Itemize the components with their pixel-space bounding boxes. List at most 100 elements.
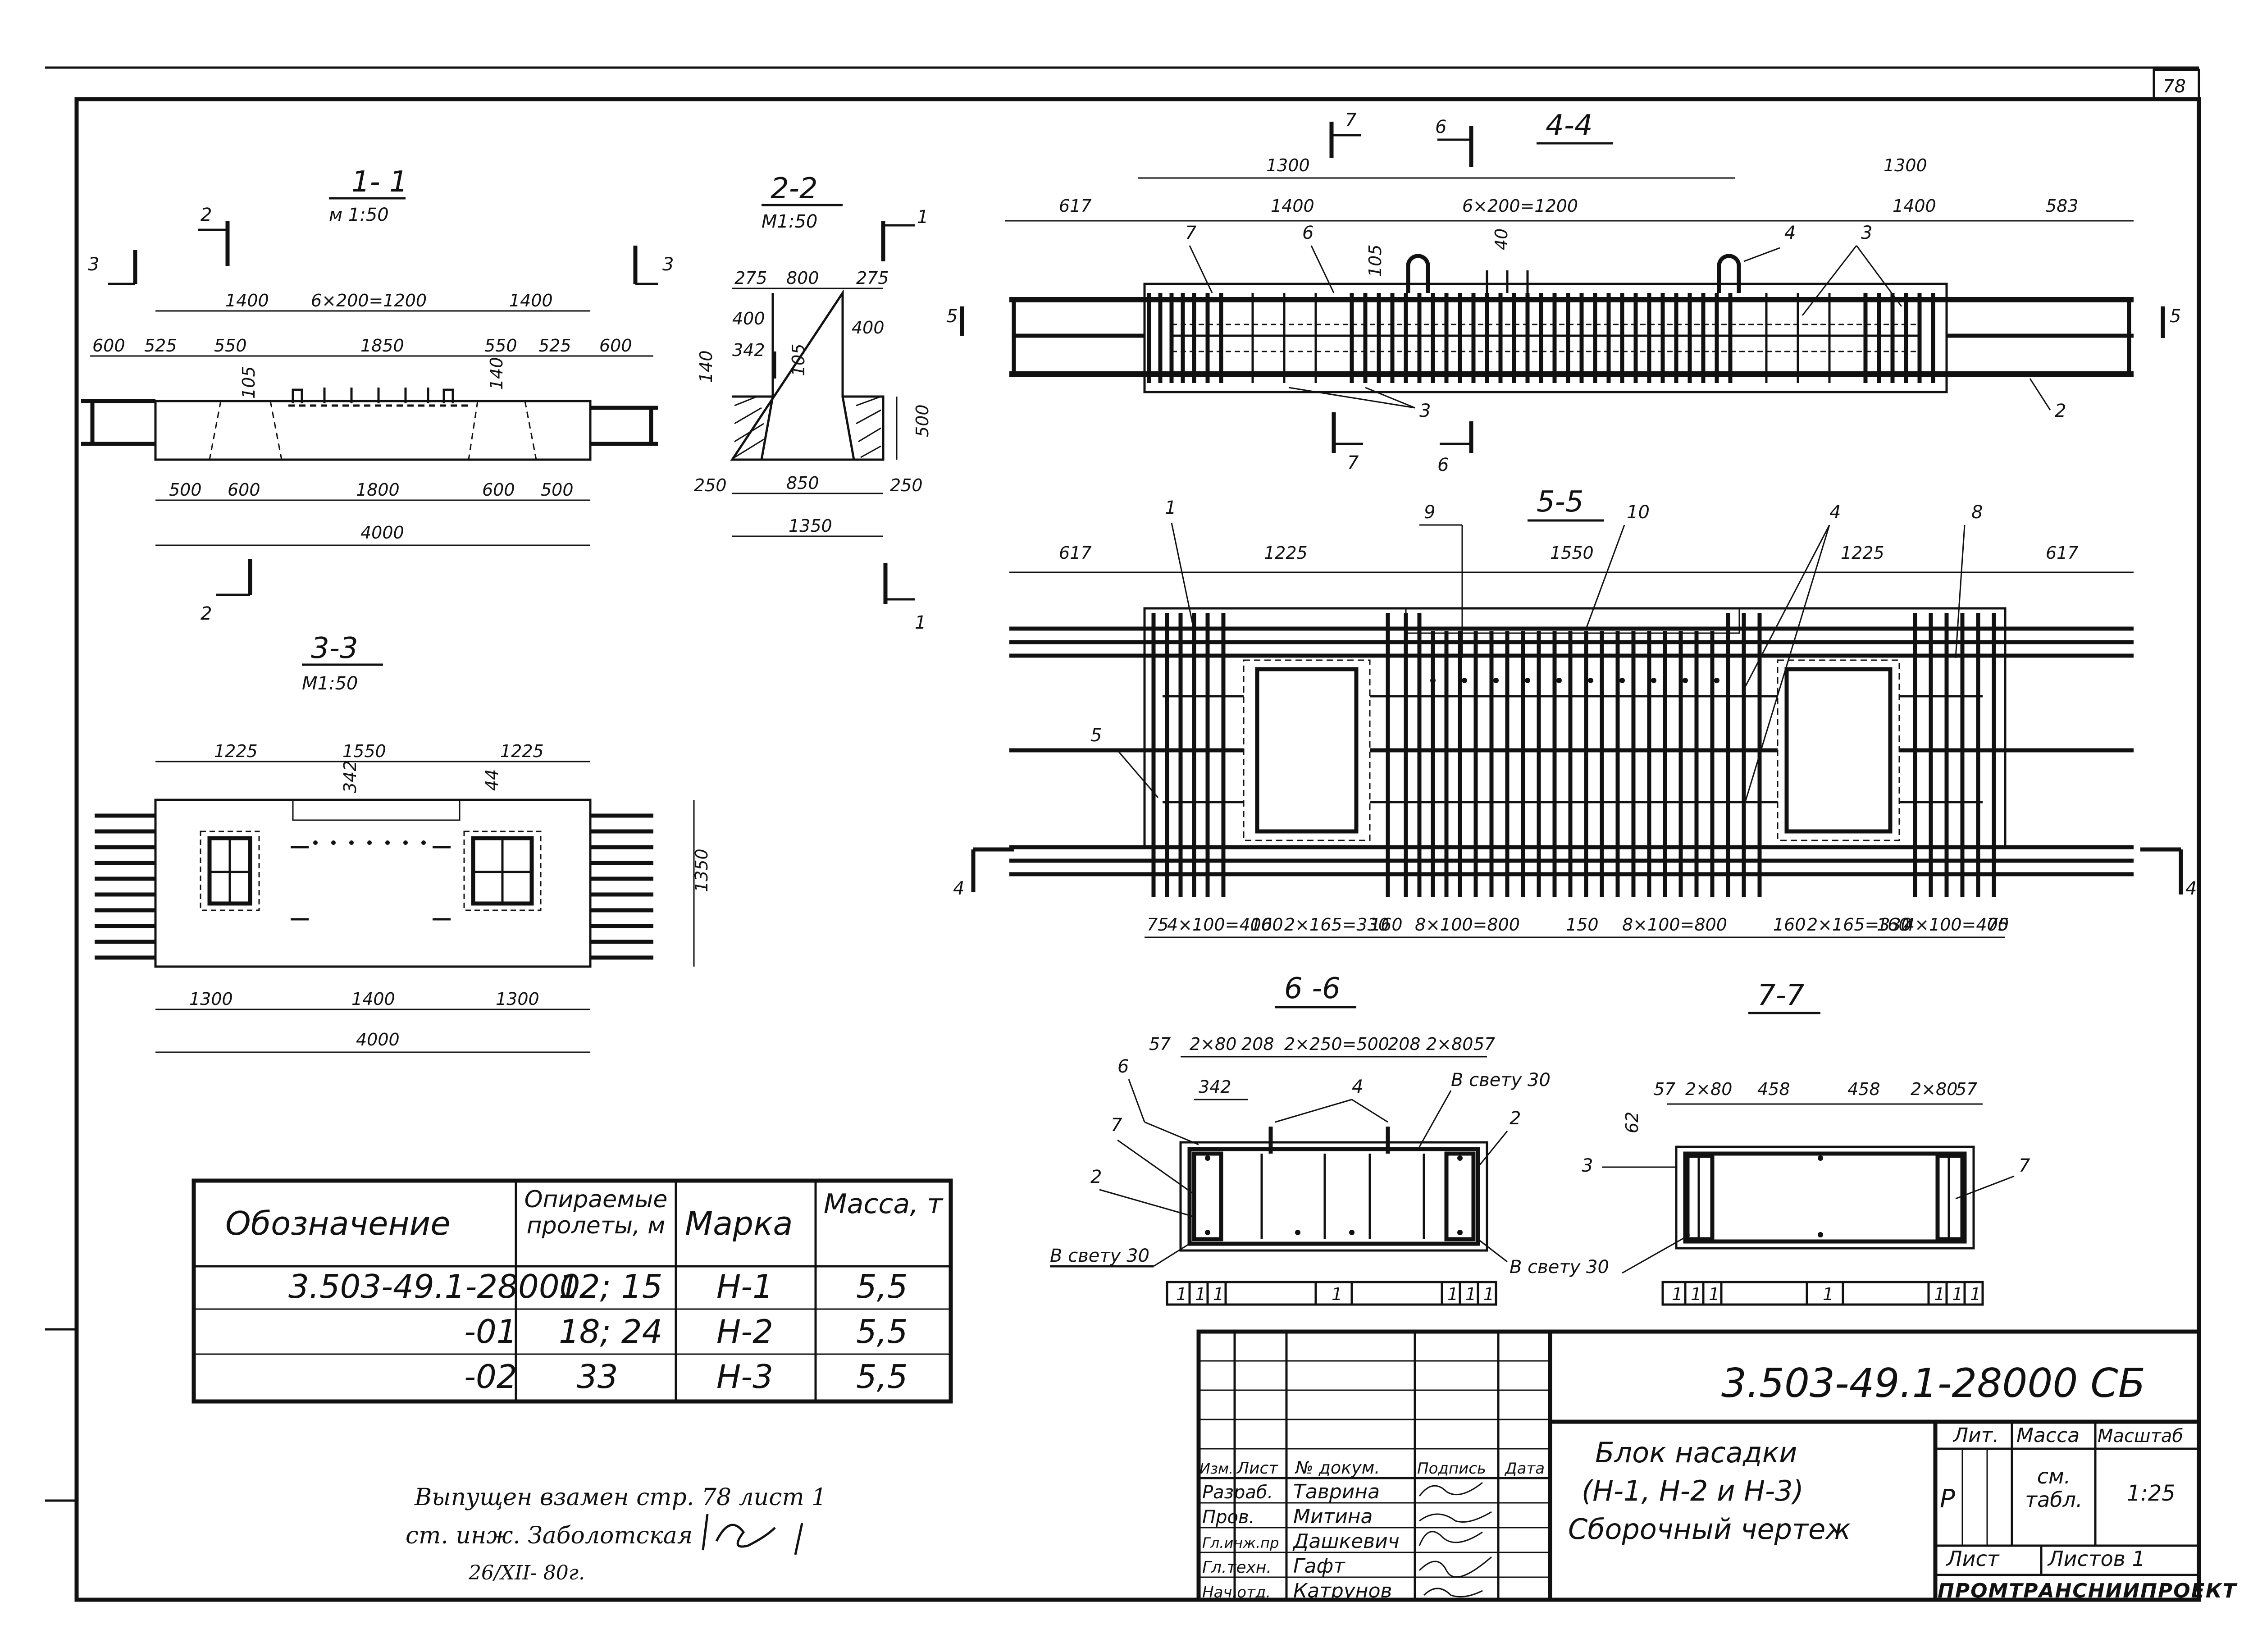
label-66-2a: 2: [1510, 1108, 1521, 1129]
section-1-1-title: 1- 1: [351, 165, 408, 199]
dim-22-t0: 275: [734, 268, 767, 288]
section-3-3-title: 3-3: [311, 632, 358, 665]
dim-11-b1: 600: [228, 480, 260, 500]
label-66-clear-top: В свету 30: [1451, 1070, 1551, 1091]
strip-77-6: 1: [1970, 1284, 1981, 1304]
strip-66-1: 1: [1195, 1284, 1206, 1304]
dim-55-b11: 4×100=400: [1904, 915, 2009, 935]
strip-77-3: 1: [1823, 1284, 1833, 1304]
label-44-3a: 3: [1861, 223, 1872, 243]
tb-sheets-label: Листов 1: [2047, 1547, 2145, 1571]
title-block: Изм. Лист № докум. Подпись Дата Разраб. …: [1196, 1329, 2238, 1602]
mark-11-105: 105: [239, 366, 259, 399]
dim-55-b12: 75: [1987, 915, 2009, 935]
cut-5-left: 5: [946, 306, 958, 327]
tb-org: ПРОМТРАНСНИИПРОЕКТ: [1938, 1579, 2238, 1602]
strip-77-5: 1: [1952, 1284, 1963, 1304]
dim-44-d2: 6×200=1200: [1462, 196, 1578, 216]
section-5-5-title: 5-5: [1537, 485, 1584, 519]
dim-55-t3: 1225: [1841, 543, 1884, 563]
section-3-3-scale: М1:50: [302, 673, 358, 694]
mark-33-44: 44: [482, 769, 502, 791]
tb-role-3: Гл.техн.: [1202, 1558, 1272, 1577]
dim-11-m4: 550: [484, 336, 517, 356]
section-2-2: 2-2 М1:50 1 1 275 800 275 400 342 105 40…: [694, 172, 932, 633]
cut-1-top: 1: [917, 207, 928, 228]
stirrups-55: [1151, 613, 1996, 897]
dim-44-d0: 617: [1059, 196, 1092, 216]
dim-77-t1: 2×80: [1685, 1079, 1732, 1099]
spec-header-mass: Масса, т: [823, 1190, 943, 1220]
tb-col-list: Лист: [1236, 1459, 1278, 1478]
tb-col-doc: № докум.: [1295, 1458, 1380, 1478]
dim-55-t2: 1550: [1550, 543, 1594, 563]
cut-6-bottom: 6: [1437, 455, 1449, 475]
spec-r1-c1: 18; 24: [559, 1313, 662, 1351]
end-bars-11: [81, 399, 658, 446]
strip-77-2: 1: [1709, 1284, 1719, 1304]
dim-66-t5: 2×80: [1426, 1034, 1473, 1054]
dim-55-b4: 160: [1370, 915, 1403, 935]
dim-11-a: 1400: [225, 291, 269, 310]
dim-22-b2: 250: [890, 475, 923, 495]
label-44-2: 2: [2055, 401, 2066, 421]
dim-55-t1: 1225: [1264, 543, 1308, 563]
tb-role-2: Гл.инж.пр: [1202, 1534, 1279, 1552]
label-66-6: 6: [1117, 1056, 1129, 1077]
tb-col-izm: Изм.: [1199, 1460, 1233, 1477]
tb-mass-label: Масса: [2016, 1424, 2080, 1447]
tb-name-line-1: Блок насадки: [1595, 1436, 1797, 1469]
label-77-3: 3: [1582, 1155, 1593, 1176]
mark-44-105: 105: [1365, 244, 1385, 277]
note-signature: [702, 1514, 803, 1555]
spec-r2-c3: 5,5: [856, 1358, 908, 1396]
strip-77-4: 1: [1934, 1284, 1945, 1304]
dim-55-b1: 4×100=400: [1167, 915, 1272, 935]
dots-55: [1430, 678, 1719, 683]
dim-22-s3: 400: [852, 318, 885, 338]
strip-77-0: 1: [1672, 1284, 1683, 1304]
label-66-7: 7: [1111, 1115, 1122, 1136]
dim-66-t4: 208: [1388, 1034, 1421, 1054]
dim-66-t6: 57: [1473, 1034, 1495, 1054]
dim-55-b5: 8×100=800: [1415, 915, 1520, 935]
section-4-4-title: 4-4: [1546, 109, 1593, 142]
section-2-2-scale: М1:50: [762, 211, 817, 232]
dim-44-t0: 1300: [1266, 155, 1310, 175]
cut-7-top: 7: [1345, 110, 1357, 131]
dim-77-t0: 57: [1654, 1079, 1675, 1099]
cut-2-bottom: 2: [201, 603, 212, 624]
dim-11-c: 1400: [509, 291, 553, 310]
label-77-7: 7: [2019, 1155, 2030, 1176]
label-66-2b: 2: [1090, 1167, 1102, 1187]
dim-11-m0: 600: [92, 336, 125, 356]
tb-col-sign: Подпись: [1417, 1460, 1486, 1478]
tb-code: 3.503-49.1-28000 СБ: [1721, 1360, 2145, 1406]
bars-left-33: [95, 813, 155, 960]
window-left-33: [200, 831, 260, 911]
dim-55-b6: 150: [1566, 915, 1599, 935]
spec-r2-c0: -02: [464, 1358, 517, 1396]
cut-5-right: 5: [2170, 306, 2181, 327]
spec-header-mark: Марка: [685, 1205, 793, 1242]
section-5-5: 5-5 617 1225 1550 1225 617: [953, 485, 2197, 938]
spec-table: Обозначение Опираемые пролеты, м Марка М…: [192, 1178, 953, 1404]
mark-11-140: 140: [487, 357, 506, 390]
tb-role-0: Разраб.: [1202, 1482, 1273, 1503]
dim-55-b8: 160: [1773, 915, 1806, 935]
section-3-3: 3-3 М1:50 1225 1550 1225 342 44: [95, 632, 711, 1053]
cut-4-right: 4: [2185, 878, 2197, 899]
sheet-number: 78: [2163, 76, 2186, 97]
dim-11-m1: 525: [144, 336, 177, 356]
label-55-4: 4: [1829, 502, 1841, 523]
dim-77-62: 62: [1622, 1112, 1642, 1133]
note-line-1: Выпущен взамен стр. 78 лист 1: [414, 1484, 826, 1511]
cut-3-left: 3: [88, 254, 99, 275]
strip-77: 1 1 1 1 1 1 1: [1661, 1281, 1984, 1306]
dim-33-height: 1350: [692, 849, 711, 892]
spec-r0-c0: 3.503-49.1-28000: [288, 1268, 580, 1305]
dim-55-b3: 2×165=330: [1284, 915, 1389, 935]
tb-sheet-label: Лист: [1946, 1547, 2000, 1571]
label-55-1: 1: [1165, 497, 1176, 518]
tb-name-4: Катрунов: [1293, 1579, 1392, 1602]
